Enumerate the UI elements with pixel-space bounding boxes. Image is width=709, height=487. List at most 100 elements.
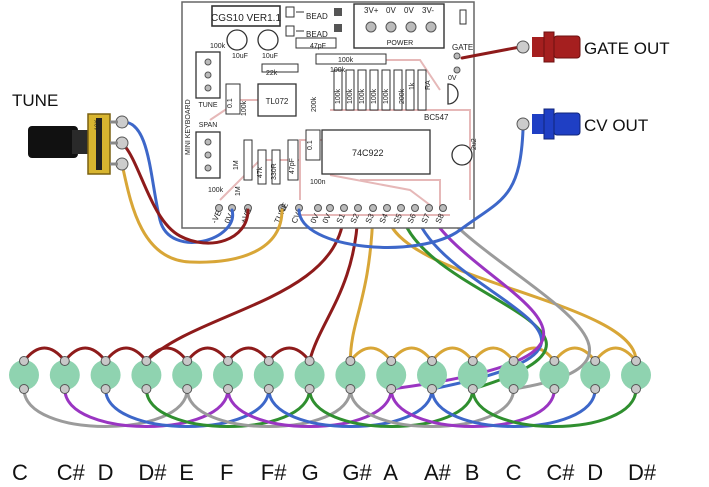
component-value: 100k [347, 88, 354, 104]
power-pin-label: 0V [386, 6, 396, 15]
key-pad-terminal [19, 356, 29, 366]
span-trimmer-label: SPAN [199, 122, 218, 129]
key-pad [213, 360, 243, 390]
key-label: D# [138, 460, 167, 485]
edge-pad-label: S3 [364, 212, 377, 225]
component-value: 0.1 [227, 98, 234, 108]
key-pad [376, 360, 407, 390]
component-value: 47pF [289, 158, 296, 174]
component-value: 100k [383, 88, 390, 104]
key-pad-terminal [549, 356, 560, 366]
resistor-bank [225, 37, 427, 185]
wire [471, 346, 516, 363]
key-label: C# [546, 460, 575, 485]
key-label: G# [342, 460, 372, 485]
key-label: C [12, 460, 28, 485]
edge-pad [397, 204, 405, 212]
wire [385, 210, 638, 363]
board-title-box [211, 5, 281, 27]
capacitor [451, 144, 473, 166]
resistor [417, 69, 427, 111]
power-pin-label: 3V+ [364, 6, 379, 15]
key-pad [457, 360, 488, 390]
key-pad-terminal [631, 384, 641, 394]
capacitor [295, 37, 337, 49]
key-pad-terminal [182, 356, 193, 366]
wire [552, 346, 597, 363]
key-label: B [465, 460, 480, 485]
component-value: 100k [359, 88, 366, 104]
key-label: F# [261, 460, 287, 485]
key-pad [539, 360, 570, 390]
component-value: 47pF [310, 43, 326, 50]
key-pad [172, 360, 203, 390]
cv-out-label: CV OUT [584, 116, 648, 135]
component-value: 100k [330, 67, 346, 74]
wire [389, 346, 434, 363]
gate-label: GATE [452, 43, 473, 52]
key-pad-terminal [223, 356, 233, 366]
wire [144, 387, 312, 428]
bc547-transistor [447, 83, 459, 105]
key-label: A [383, 460, 398, 485]
component-value: 100k [208, 187, 224, 194]
resistor [381, 69, 391, 111]
key-pad-terminal [19, 384, 29, 394]
key-pad-terminal [263, 384, 274, 394]
74c922-chip [321, 129, 431, 175]
wire [120, 141, 250, 245]
edge-pad [369, 204, 377, 212]
component-value: 22k [266, 70, 278, 77]
gate-out-jack [516, 31, 581, 63]
edge-pad [215, 204, 223, 212]
wire [185, 387, 352, 428]
edge-pad [439, 204, 447, 212]
edge-pad-label: S5 [392, 212, 405, 225]
component-value: 1M [235, 186, 242, 196]
key-pad [417, 360, 447, 390]
key-pad [294, 360, 325, 390]
edge-pad [326, 204, 334, 212]
component-value: 1k [409, 82, 416, 90]
key-pad [253, 360, 284, 390]
wire [348, 387, 516, 428]
tune-pot-label: TUNE [12, 91, 58, 110]
wire [226, 346, 271, 363]
wire [63, 346, 108, 363]
bead-label-2: BEAD [306, 30, 328, 39]
component-value: 330R [271, 163, 278, 180]
edge-pad [340, 204, 348, 212]
edge-pad-label: S8 [434, 212, 447, 225]
edge-pad-label: S2 [349, 212, 362, 225]
wire [512, 346, 556, 363]
wire [63, 387, 230, 428]
wire [22, 346, 67, 363]
key-pad-terminal [508, 356, 519, 366]
component-value: 47k [257, 166, 264, 178]
resistor [271, 149, 281, 185]
key-pad [131, 360, 162, 390]
key-label: C# [57, 460, 86, 485]
component-value: 100n [310, 179, 326, 186]
key-pad [9, 360, 39, 390]
key-pad-terminal [263, 356, 274, 366]
component-value: 100k [210, 43, 226, 50]
key-pad [621, 360, 651, 390]
wire [226, 387, 393, 428]
resistor [357, 69, 367, 111]
gate-out-label: GATE OUT [584, 39, 670, 58]
component-value: 200k [399, 88, 406, 104]
key-label: D# [628, 460, 657, 485]
key-pad-terminal [467, 356, 478, 366]
wire [22, 387, 189, 428]
component-value: RA [425, 80, 432, 90]
resistor [345, 69, 355, 111]
key-label: D [587, 460, 603, 485]
key-pads [9, 356, 651, 394]
edge-pad [411, 204, 419, 212]
resistor [257, 149, 267, 185]
gate-wire [460, 45, 522, 60]
key-pad-terminal [304, 384, 315, 394]
edge-pad [425, 204, 433, 212]
